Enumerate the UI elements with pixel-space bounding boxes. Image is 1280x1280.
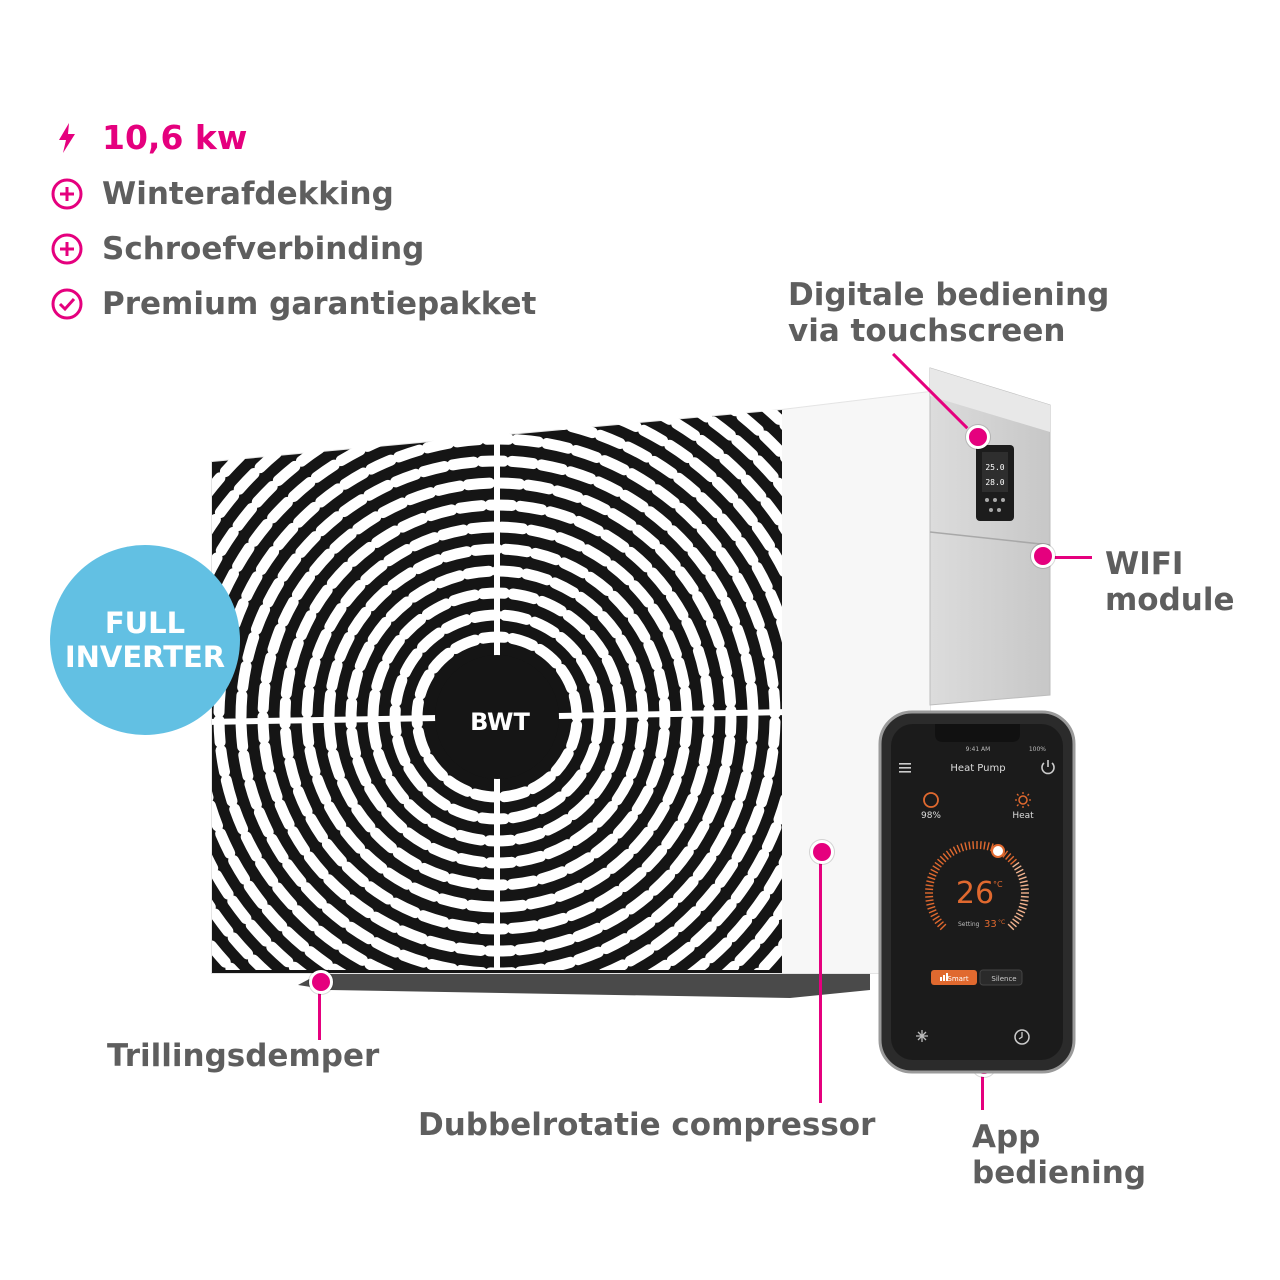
feature-power-text: 10,6 kw [102,118,248,157]
silence-button[interactable] [979,969,1023,986]
app-callout: App bediening [972,1119,1146,1191]
setting-unit: °C [998,919,1005,926]
feature-winter-cover: Winterafdekking [50,176,394,212]
brand-logo: BWT [470,708,530,736]
silence-button-label: Silence [991,975,1016,983]
compressor-leader-line [819,855,822,1103]
compressor-marker [810,840,834,864]
timer-icon [1014,1029,1030,1045]
plus-circle-icon [50,232,84,266]
level-icon [923,792,939,808]
temperature-dial [925,841,1029,931]
setting-value: 33 [984,919,997,930]
smart-button[interactable] [931,970,977,985]
temperature-unit: °C [993,880,1003,889]
wifi-callout-line-2: module [1105,582,1235,618]
phone-status-time: 9:41 AM [966,746,991,753]
control-column [929,367,1051,706]
menu-icon [899,763,911,773]
app-title: Heat Pump [950,763,1005,774]
wifi-marker [1031,544,1055,568]
signal-icon [940,973,948,981]
panel-readout-1: 25.0 [985,463,1004,472]
app-leader-line [981,1070,984,1110]
feature-warranty: Premium garantiepakket [50,286,536,322]
touchscreen-callout-line-2: via touchscreen [788,313,1066,349]
current-temperature: 26 [956,876,994,911]
panel-readout-2: 28.0 [985,478,1004,487]
setting-label: Setting [958,921,980,928]
snowflake-icon [916,1030,928,1042]
badge-line-2: INVERTER [64,640,226,674]
lightning-icon [50,121,84,155]
power-icon [1041,760,1055,775]
dial-knob [991,844,1005,858]
feature-winter-cover-text: Winterafdekking [102,176,394,212]
feature-screw-connection-text: Schroefverbinding [102,231,425,267]
check-circle-icon [50,287,84,321]
app-callout-line-1: App [972,1119,1041,1155]
wifi-callout: WIFI module [1105,546,1235,618]
damper-leader-line [318,990,321,1040]
phone-status-battery: 100% [1029,746,1046,753]
base-frame [298,968,870,998]
full-inverter-badge: FULL INVERTER [50,545,240,735]
damper-callout: Trillingsdemper [107,1038,380,1074]
level-value: 98% [921,811,941,821]
plus-circle-icon [50,177,84,211]
touchscreen-marker [966,425,990,449]
compressor-callout: Dubbelrotatie compressor [418,1107,876,1143]
damper-marker [309,970,333,994]
app-callout-line-2: bediening [972,1155,1147,1191]
feature-screw-connection: Schroefverbinding [50,231,424,267]
feature-warranty-text: Premium garantiepakket [102,286,537,322]
feature-power: 10,6 kw [50,118,247,157]
smart-button-label: Smart [947,975,968,983]
wifi-callout-line-1: WIFI [1105,546,1184,582]
touchscreen-callout: Digitale bediening via touchscreen [788,277,1109,349]
mode-label: Heat [1012,811,1034,821]
badge-line-1: FULL [104,606,186,640]
wifi-leader-line [1052,556,1092,559]
fan-grille-slots [212,410,782,970]
touchscreen-callout-line-1: Digitale bediening [788,277,1110,313]
sun-icon [1015,792,1031,808]
